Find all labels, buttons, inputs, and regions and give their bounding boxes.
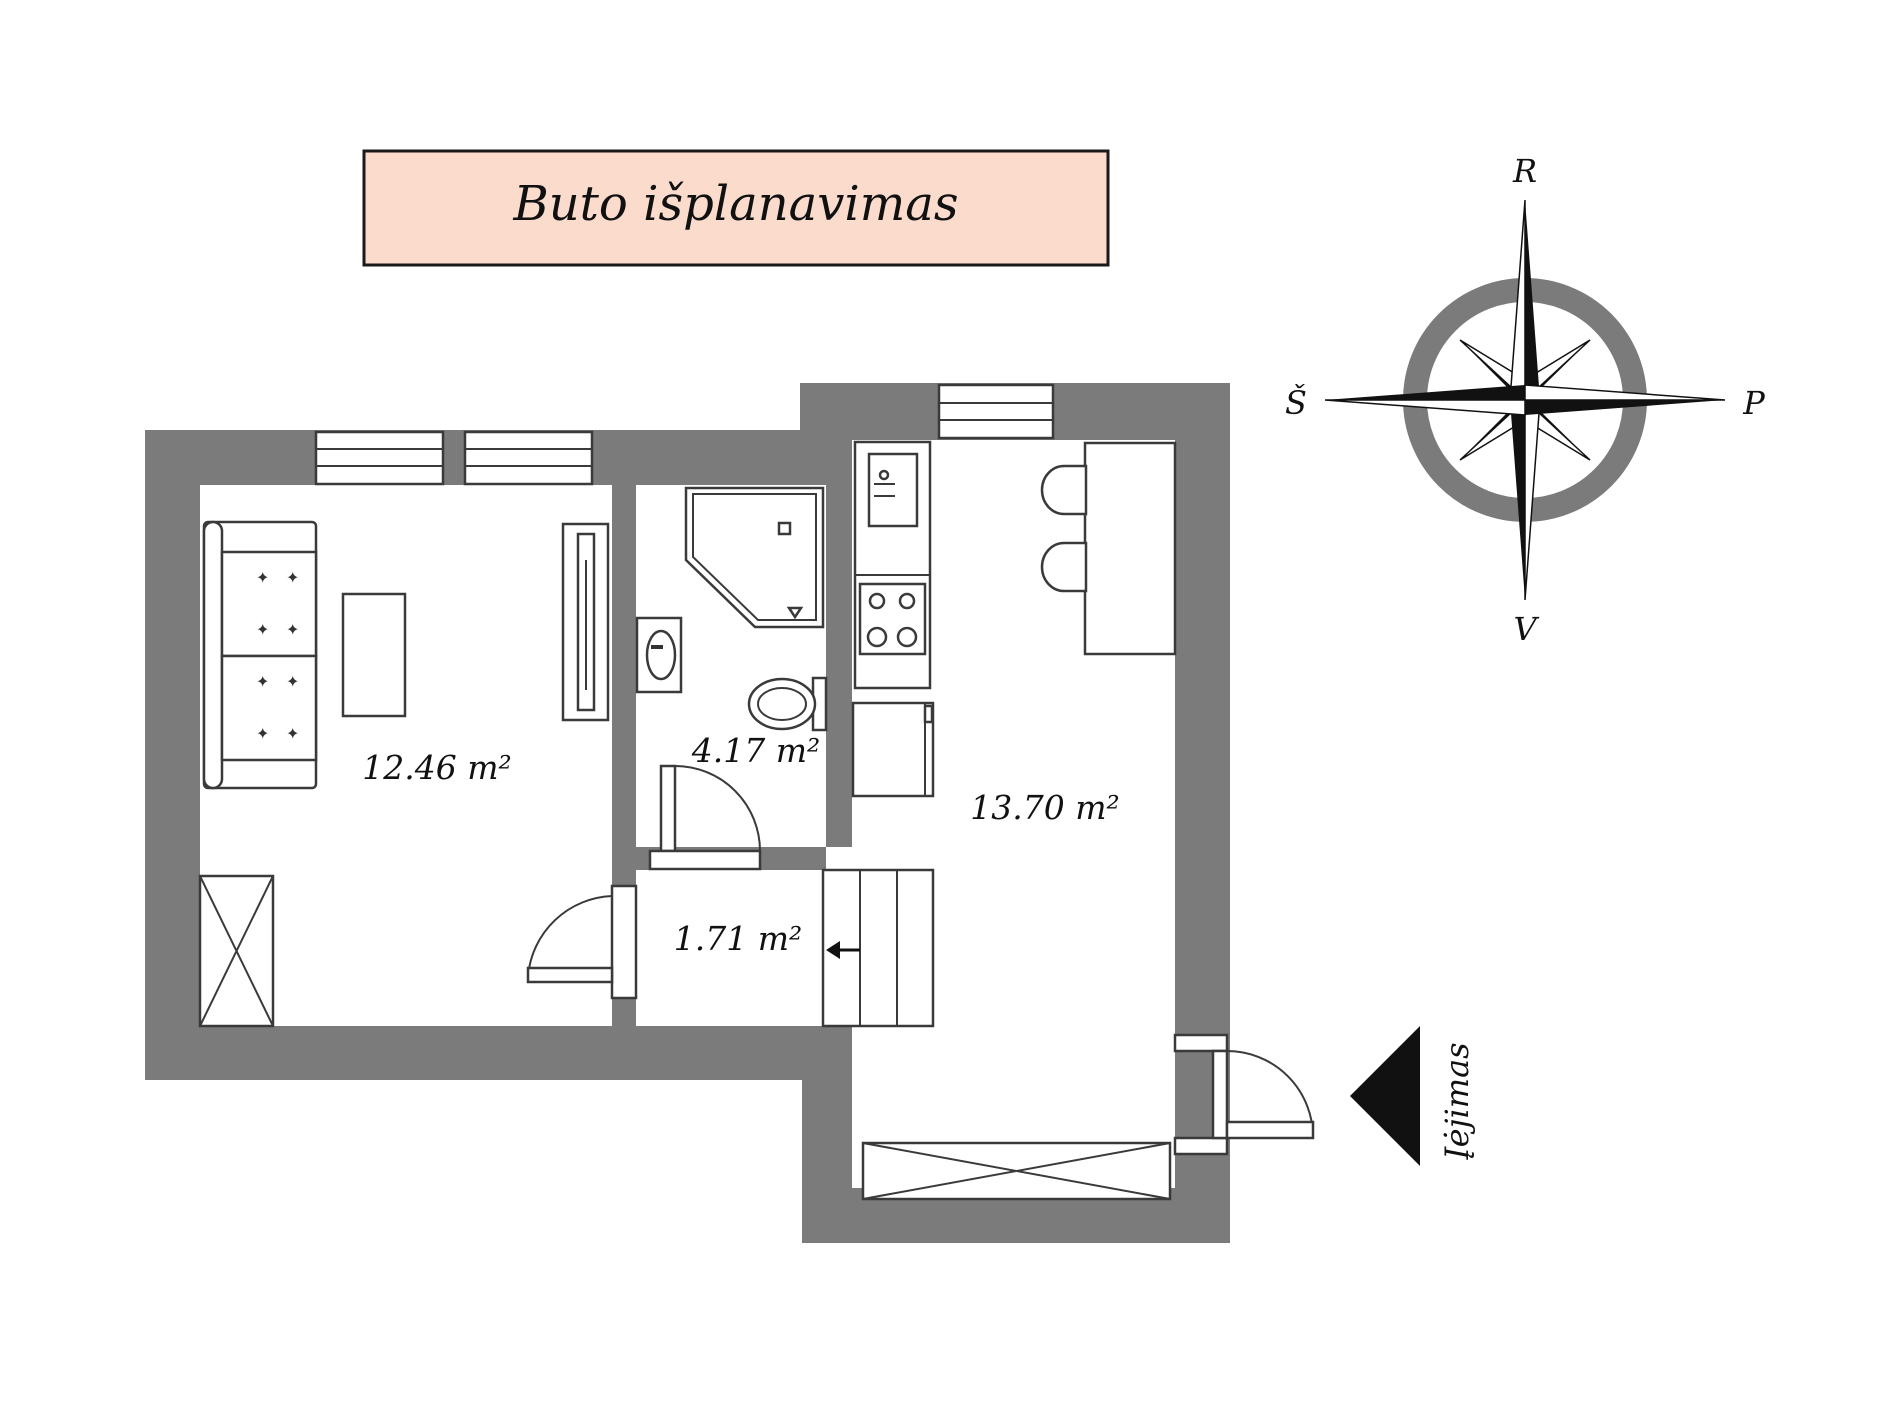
hall-kitchen-opening [826,847,932,870]
sofa: ✦ ✦ ✦ ✦ ✦ ✦ ✦ ✦ [202,520,318,790]
partition-bath-kitchen [826,440,852,847]
svg-text:✦: ✦ [256,724,269,743]
svg-text:✦: ✦ [286,568,299,587]
windows [314,383,1055,486]
entrance-door[interactable] [1173,1033,1315,1156]
entrance-label: Įėjimas [1438,1042,1476,1160]
compass-rose: R V Š P [1285,152,1765,648]
wardrobe [198,874,275,1028]
svg-text:✦: ✦ [256,620,269,639]
kitchen-cabinet [861,1141,1172,1201]
compass-south-label: V [1513,610,1539,648]
compass-west-label: Š [1285,384,1307,422]
window-kitchen [937,383,1055,440]
window-living-left [314,430,445,486]
title-box: Buto išplanavimas [362,149,1110,267]
bar-stool-bottom [1040,541,1088,593]
sink-bathroom [635,616,683,694]
coffee-table [341,592,407,718]
tv-stand [561,522,610,722]
exterior-walls [145,383,1230,1243]
svg-text:✦: ✦ [256,568,269,587]
stove [858,582,927,656]
compass-east-label: P [1742,384,1765,422]
bathroom-area: 4.17 m² [691,731,821,770]
plan-title: Buto išplanavimas [512,176,958,232]
bathroom-door[interactable] [648,764,762,871]
compass-north-label: R [1512,152,1537,190]
toilet [747,676,828,732]
living-room-area: 12.46 m² [362,748,511,787]
dining-table [1083,441,1177,656]
sofa-tufts: ✦ ✦ ✦ ✦ ✦ ✦ ✦ ✦ [256,568,299,743]
fridge [851,701,935,798]
west-point-icon [1325,385,1525,400]
bar-stool-top [1040,464,1088,516]
svg-text:✦: ✦ [286,724,299,743]
kitchen-area: 13.70 m² [970,788,1119,827]
shower [684,486,825,629]
stairs-arrow-icon [826,941,840,959]
entrance-marker: Įėjimas [1350,1026,1476,1166]
south-point-icon [1510,400,1525,600]
svg-text:✦: ✦ [256,672,269,691]
svg-text:✦: ✦ [286,620,299,639]
hall-area: 1.71 m² [674,919,803,958]
living-door[interactable] [526,884,638,1000]
stairs [821,868,935,1028]
window-living-right [463,430,594,486]
entrance-arrow-icon [1350,1026,1420,1166]
svg-text:✦: ✦ [286,672,299,691]
title-background [362,149,1110,267]
